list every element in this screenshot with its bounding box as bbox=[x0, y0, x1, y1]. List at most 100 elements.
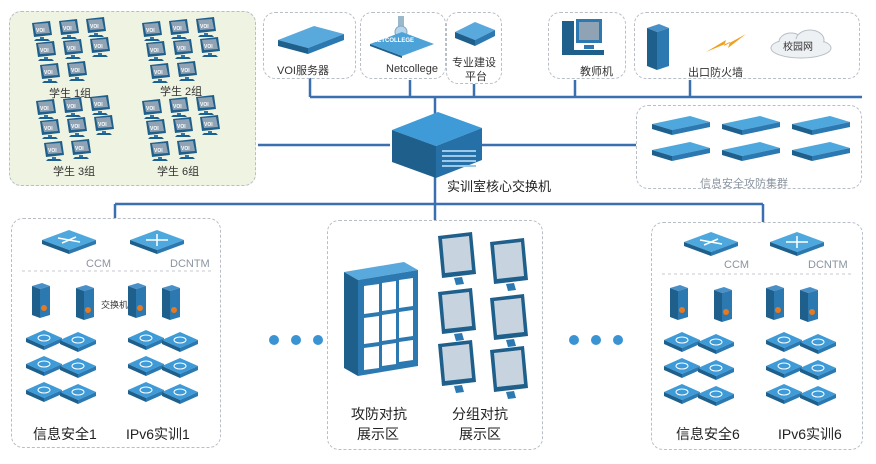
cluster-server-icon bbox=[792, 142, 850, 161]
svg-text:VOI: VOI bbox=[36, 28, 45, 34]
svg-text:VOI: VOI bbox=[146, 28, 155, 34]
voi-server-label: VOI服务器 bbox=[277, 65, 329, 77]
student-monitor-icon: VOI bbox=[44, 141, 64, 161]
left-area1-label: 信息安全1 bbox=[33, 426, 97, 442]
left-lab-server-icon bbox=[128, 283, 146, 318]
right-lab-switch-icon bbox=[698, 360, 734, 380]
cluster-server-icon bbox=[722, 116, 780, 135]
teacher-pc-icon bbox=[562, 19, 604, 55]
right-lab-switch-icon bbox=[664, 384, 700, 404]
student-monitor-icon: VOI bbox=[90, 95, 110, 115]
left-lab-box bbox=[11, 218, 221, 448]
student-monitor-icon: VOI bbox=[142, 21, 162, 41]
svg-text:VOI: VOI bbox=[150, 126, 159, 132]
student-group-label-3: 学生 3组 bbox=[53, 166, 96, 178]
center-area1-line2: 展示区 bbox=[357, 426, 399, 442]
cluster-server-icon bbox=[652, 142, 710, 161]
svg-text:VOI: VOI bbox=[177, 46, 186, 52]
student-monitor-icon: VOI bbox=[67, 117, 87, 137]
campus-label: 校园网 bbox=[783, 42, 813, 53]
right-lab-switch-icon bbox=[766, 384, 802, 404]
student-group-label-1: 学生 1组 bbox=[49, 88, 92, 100]
center-monitor-icon bbox=[438, 232, 476, 285]
left-lab-switch-icon bbox=[60, 358, 96, 378]
right-lab-switch-icon bbox=[698, 386, 734, 406]
core-switch-label: 实训室核心交换机 bbox=[447, 179, 552, 194]
svg-text:VOI: VOI bbox=[44, 126, 53, 132]
center-area2-line1: 分组对抗 bbox=[452, 406, 508, 422]
svg-text:VOI: VOI bbox=[200, 24, 209, 30]
right-lab-box bbox=[651, 222, 863, 450]
student-monitor-icon: VOI bbox=[169, 19, 189, 39]
right-lab-switch-icon bbox=[800, 334, 836, 354]
student-monitor-icon: VOI bbox=[196, 95, 216, 115]
student-monitor-icon: VOI bbox=[40, 119, 60, 139]
svg-text:VOI: VOI bbox=[204, 122, 213, 128]
right-dcntm-label: DCNTM bbox=[808, 259, 848, 271]
center-monitor-icon bbox=[438, 340, 476, 393]
center-area2-line2: 展示区 bbox=[459, 426, 501, 442]
left-divider bbox=[22, 270, 212, 272]
student-monitor-icon: VOI bbox=[67, 61, 87, 81]
left-lab-switch-icon bbox=[128, 382, 164, 402]
svg-text:VOI: VOI bbox=[146, 106, 155, 112]
svg-text:VOI: VOI bbox=[98, 122, 107, 128]
right-lab-server-icon bbox=[800, 287, 818, 322]
student-monitor-icon: VOI bbox=[59, 19, 79, 39]
student-monitor-icon: VOI bbox=[173, 39, 193, 59]
right-area2-label: IPv6实训6 bbox=[778, 426, 842, 442]
svg-text:VOI: VOI bbox=[71, 68, 80, 74]
left-lab-switch-icon bbox=[162, 384, 198, 404]
core-switch-icon bbox=[392, 112, 482, 178]
left-lab-switch-icon bbox=[60, 384, 96, 404]
left-lab-switch-icon bbox=[162, 358, 198, 378]
student-monitor-icon: VOI bbox=[146, 119, 166, 139]
left-ccm-label: CCM bbox=[86, 258, 112, 270]
firewall-icon bbox=[647, 24, 669, 70]
svg-text:VOI: VOI bbox=[40, 48, 49, 54]
left-dcntm-label: DCNTM bbox=[170, 258, 210, 270]
right-ccm-label: CCM bbox=[724, 259, 750, 271]
svg-text:VOI: VOI bbox=[173, 104, 182, 110]
left-switch-label: 交换机 bbox=[101, 300, 129, 310]
student-monitor-icon: VOI bbox=[173, 117, 193, 137]
center-monitor-icon bbox=[490, 294, 528, 347]
svg-text:VOI: VOI bbox=[181, 146, 190, 152]
cluster-label: 信息安全攻防集群 bbox=[700, 178, 788, 190]
left-lab-server-icon bbox=[76, 285, 94, 320]
cluster-server-icon bbox=[792, 116, 850, 135]
center-monitor-icon bbox=[438, 288, 476, 341]
svg-text:VOI: VOI bbox=[44, 70, 53, 76]
svg-text:VOI: VOI bbox=[40, 106, 49, 112]
student-group-label-4: 学生 6组 bbox=[157, 166, 200, 178]
right-divider bbox=[662, 273, 852, 275]
student-monitor-icon: VOI bbox=[90, 37, 110, 57]
netcollege-icon bbox=[370, 16, 434, 58]
right-lab-switch-icon bbox=[766, 358, 802, 378]
svg-text:VOI: VOI bbox=[94, 44, 103, 50]
right-lab-server-icon bbox=[670, 285, 688, 320]
left-lab-switch-icon bbox=[128, 330, 164, 350]
right-lab-switch-icon bbox=[766, 332, 802, 352]
student-monitor-icon: VOI bbox=[142, 99, 162, 119]
svg-text:VOI: VOI bbox=[48, 148, 57, 154]
student-monitor-icon: VOI bbox=[200, 37, 220, 57]
student-monitor-icon: VOI bbox=[169, 97, 189, 117]
center-monitor-icon bbox=[490, 346, 528, 399]
student-monitor-icon: VOI bbox=[32, 21, 52, 41]
teacher-box bbox=[548, 12, 626, 79]
left-lab-switch-icon bbox=[162, 332, 198, 352]
svg-text:VOI: VOI bbox=[181, 68, 190, 74]
right-lab-switch-icon bbox=[664, 332, 700, 352]
student-monitor-icon: VOI bbox=[150, 63, 170, 83]
svg-text:VOI: VOI bbox=[154, 70, 163, 76]
right-lab-switch-icon bbox=[800, 386, 836, 406]
student-group-label-2: 学生 2组 bbox=[160, 86, 203, 98]
svg-text:VOI: VOI bbox=[177, 124, 186, 130]
cluster-server-icon bbox=[722, 142, 780, 161]
right-area1-label: 信息安全6 bbox=[676, 426, 740, 442]
left-lab-switch-icon bbox=[128, 356, 164, 376]
firewall-box bbox=[634, 12, 860, 79]
student-monitor-icon: VOI bbox=[196, 17, 216, 37]
